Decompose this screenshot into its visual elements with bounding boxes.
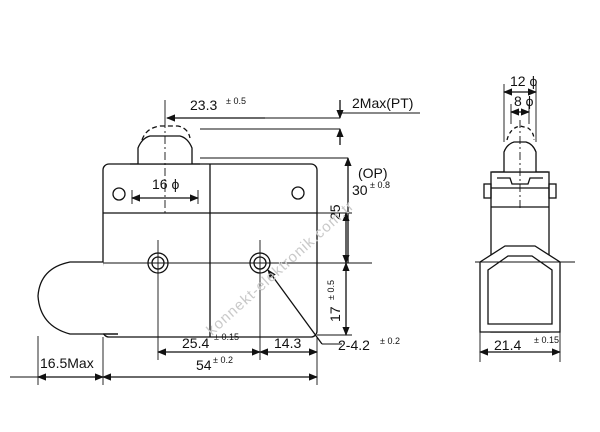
op-value: 30 xyxy=(352,182,368,198)
front-view xyxy=(10,100,420,385)
dim-21-4-tol: ± 0.15 xyxy=(534,335,559,345)
dim-8-value: 8 ϕ xyxy=(514,93,534,109)
mount-holes-tol: ± 0.2 xyxy=(380,336,400,346)
dim-21-4-value: 21.4 xyxy=(494,337,521,353)
dim-17-value: 17 xyxy=(327,306,343,322)
op-label: (OP) xyxy=(358,165,388,181)
dim-12-value: 12 ϕ xyxy=(510,73,537,89)
dim-54-value: 54 xyxy=(196,357,212,373)
plunger-travel-dashed xyxy=(141,125,191,141)
mount-holes-value: 2-4.2 xyxy=(338,337,370,353)
dim-16-value: 16 ϕ xyxy=(152,176,179,192)
pt-label: 2Max(PT) xyxy=(352,95,413,111)
vent-hole-right xyxy=(291,186,305,200)
vent-hole-left xyxy=(112,187,126,201)
dim-25-4-tol: ± 0.15 xyxy=(214,332,239,342)
side-flange-right xyxy=(548,183,557,199)
mount-hole-leader xyxy=(267,269,323,345)
dim-14-3-value: 14.3 xyxy=(274,335,301,351)
end-cap xyxy=(37,261,118,335)
side-view xyxy=(475,84,575,362)
dim-54-tol: ± 0.2 xyxy=(213,355,233,365)
op-tol: ± 0.8 xyxy=(370,180,390,190)
dim-17-tol: ± 0.5 xyxy=(326,280,336,300)
dim-25-4-value: 25.4 xyxy=(182,335,209,351)
side-flange-left xyxy=(483,183,492,199)
dim-23-3-value: 23.3 xyxy=(190,97,217,113)
side-u-channel xyxy=(479,245,561,333)
dim-23-3-tol: ± 0.5 xyxy=(226,96,246,106)
dim-25-value: 25 xyxy=(327,204,343,220)
dim-16-5-value: 16.5Max xyxy=(40,355,94,371)
